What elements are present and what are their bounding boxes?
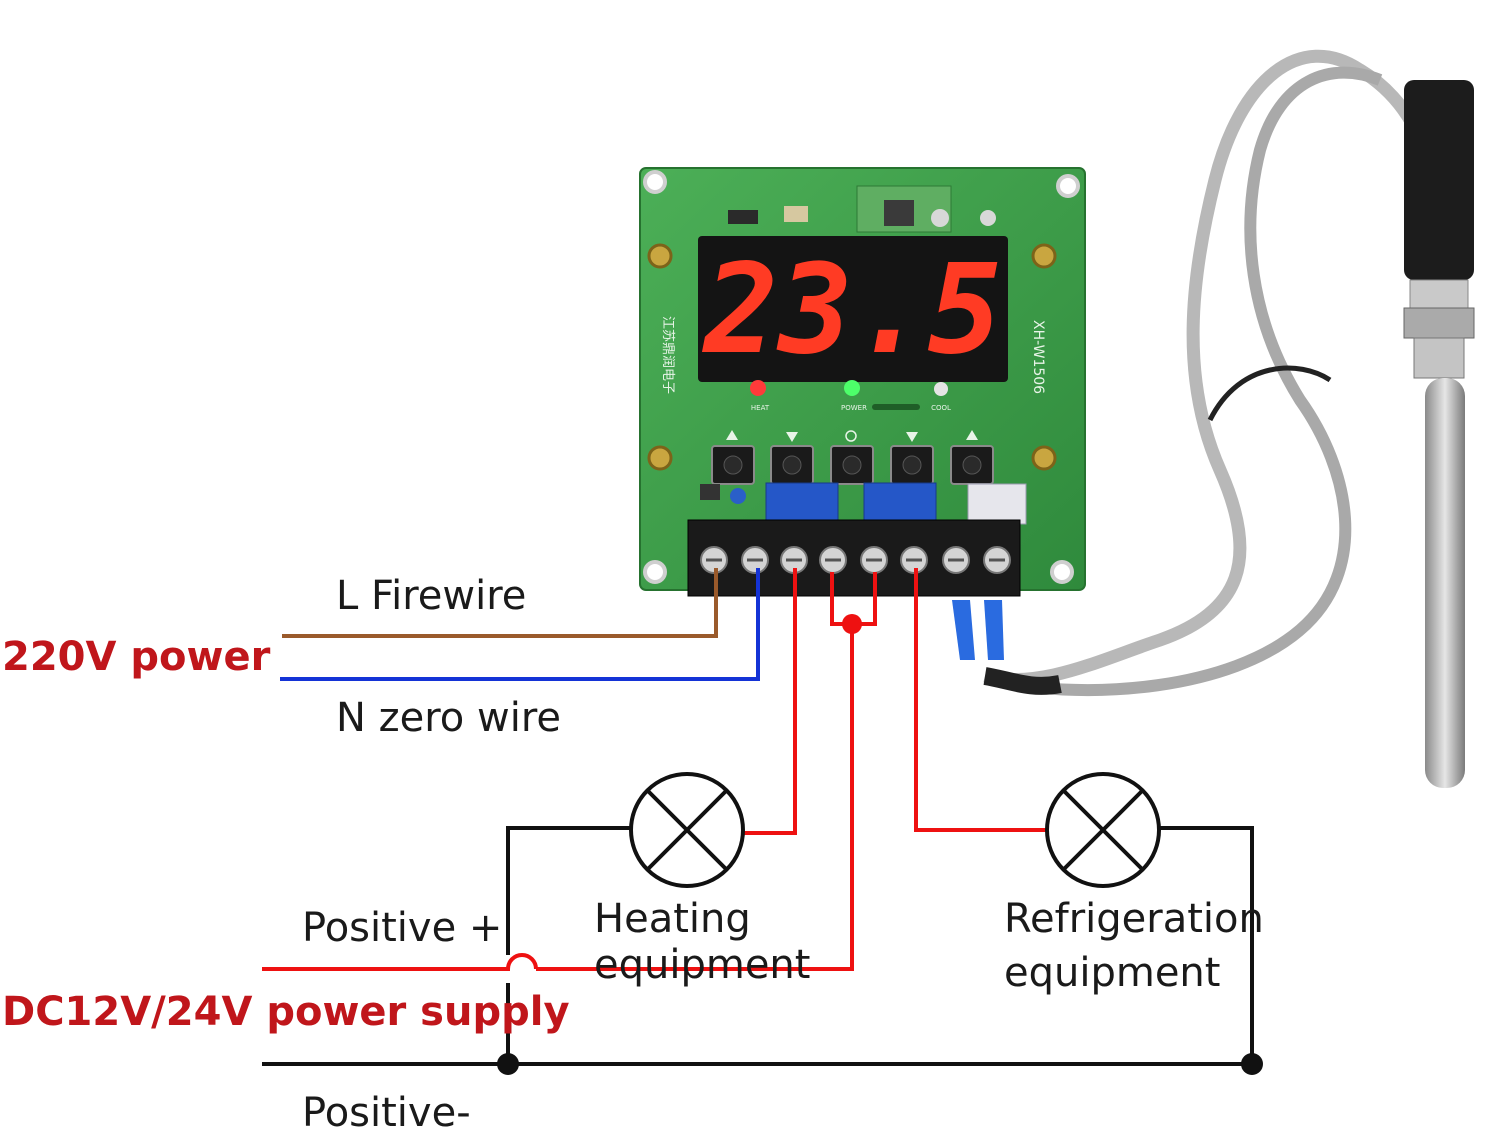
heat-led-icon	[750, 380, 766, 396]
tact-button[interactable]	[770, 445, 814, 485]
cool-led-icon	[934, 382, 948, 396]
tact-button[interactable]	[830, 445, 874, 485]
relay	[863, 482, 937, 524]
neutral-wire	[280, 568, 760, 681]
power-220v-label: 220V power	[2, 634, 271, 680]
temperature-probe	[952, 49, 1475, 788]
cool-led-label: COOL	[931, 404, 951, 412]
positive-minus-label: Positive-	[302, 1090, 471, 1136]
power-led-label: POWER	[841, 404, 867, 412]
probe-rod	[1425, 378, 1465, 788]
standoff-icon	[647, 243, 1057, 471]
heating-output-wire	[742, 568, 797, 835]
tact-button[interactable]	[890, 445, 934, 485]
heating-equipment-label: Heating equipment	[594, 896, 811, 988]
power-led-icon	[844, 380, 860, 396]
junction-dot	[1241, 1053, 1263, 1075]
maker-silkscreen: 江苏鼎润电子	[660, 316, 676, 394]
terminal-screws	[700, 546, 1011, 574]
model-silkscreen: XH-W1506	[1030, 320, 1046, 394]
mounting-hole-icon	[643, 170, 1080, 584]
heat-led-label: HEAT	[751, 404, 770, 412]
wiring	[262, 568, 1254, 1066]
tact-button[interactable]	[950, 445, 994, 485]
controller-board: 23.5 XH-W1506 江苏鼎润电子 HEAT POWER COOL	[639, 167, 1086, 597]
common-supply-wire	[536, 624, 854, 971]
cooling-return-wire	[1160, 826, 1254, 1064]
cooling-output-wire	[914, 568, 1046, 832]
l-firewire-label: L Firewire	[336, 573, 527, 619]
probe-handle	[1404, 80, 1474, 280]
arrow-silkscreen	[726, 430, 978, 442]
led-display	[698, 236, 1008, 382]
display-reading: 23.5	[702, 238, 1003, 382]
live-wire	[282, 568, 718, 638]
capacitor	[967, 483, 1027, 525]
heating-return-wire	[506, 826, 632, 955]
terminal-block	[687, 519, 1021, 597]
tact-button[interactable]	[711, 445, 755, 485]
junction-dot	[497, 1053, 519, 1075]
dc-positive-wire	[262, 953, 538, 971]
refrigeration-equipment-label: Refrigeration equipment	[1004, 896, 1264, 996]
relay	[765, 482, 839, 524]
dc-supply-label: DC12V/24V power supply	[2, 989, 570, 1035]
positive-plus-label: Positive +	[302, 905, 503, 951]
refrigeration-lamp-icon	[1045, 772, 1161, 888]
heating-lamp-icon	[629, 772, 745, 888]
junction-dot	[842, 614, 862, 634]
n-zero-wire-label: N zero wire	[336, 695, 561, 741]
